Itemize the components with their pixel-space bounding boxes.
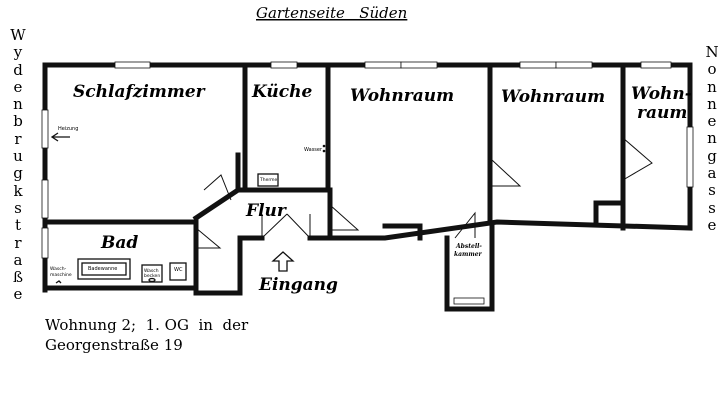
windows bbox=[41, 61, 694, 305]
street-letter: n bbox=[13, 95, 23, 114]
water-connection-icon bbox=[322, 149, 326, 153]
street-letter: o bbox=[707, 60, 717, 79]
interior-walls bbox=[42, 62, 626, 291]
boiler bbox=[257, 173, 279, 187]
doors bbox=[195, 137, 653, 249]
fixtures: Heizung Wasser Therme Badewanne Wasch- m… bbox=[50, 126, 326, 284]
washing-machine-label: Wasch- maschine bbox=[50, 266, 72, 278]
bathtub-label: Badewanne bbox=[88, 266, 117, 272]
street-letter: e bbox=[707, 215, 717, 234]
washbasin-label: Wasch becken bbox=[144, 268, 160, 279]
street-letter: e bbox=[13, 285, 23, 304]
bathtub bbox=[77, 258, 131, 280]
room-label-wohnraum-1: Wohnraum bbox=[350, 86, 454, 106]
street-letter: a bbox=[707, 164, 717, 183]
entrance-arrow-icon bbox=[271, 251, 295, 272]
street-letter: e bbox=[707, 112, 717, 131]
boiler-label: Therme bbox=[259, 177, 278, 183]
room-label-wohnraum-2: Wohnraum bbox=[501, 87, 605, 107]
room-label-flur: Flur bbox=[245, 201, 287, 221]
street-letter: d bbox=[13, 60, 23, 79]
street-letter: N bbox=[705, 43, 719, 61]
caption-line-1: Wohnung 2; 1. OG in der bbox=[45, 316, 249, 334]
street-letter: n bbox=[707, 94, 717, 113]
room-labels: Schlafzimmer Küche Wohnraum Wohnraum Woh… bbox=[73, 82, 698, 258]
toilet-label: WC bbox=[174, 267, 183, 273]
street-letter: u bbox=[13, 147, 23, 166]
street-letter: y bbox=[13, 43, 23, 62]
street-letter: e bbox=[13, 77, 23, 96]
street-letter: g bbox=[707, 146, 717, 165]
street-letter: n bbox=[707, 129, 717, 148]
street-letter: k bbox=[13, 181, 23, 200]
street-letter: n bbox=[707, 77, 717, 96]
toilet bbox=[169, 262, 187, 281]
garden-side-label: Gartenseite Süden bbox=[256, 4, 407, 22]
heating-arrow-icon bbox=[50, 132, 70, 142]
street-letter: s bbox=[14, 198, 22, 217]
street-letter: r bbox=[14, 129, 22, 148]
heating-label: Heizung bbox=[58, 126, 78, 132]
street-letter: s bbox=[708, 181, 716, 200]
street-letter: W bbox=[10, 26, 26, 44]
street-letter: s bbox=[708, 198, 716, 217]
room-label-kueche: Küche bbox=[251, 82, 312, 102]
room-label-wohnraum-3: Wohn- raum bbox=[631, 84, 698, 123]
street-letter: b bbox=[13, 112, 23, 131]
room-label-abstellkammer: Abstell- kammer bbox=[454, 243, 484, 258]
street-letter: r bbox=[14, 233, 22, 252]
street-letter: a bbox=[13, 250, 23, 269]
room-label-bad: Bad bbox=[100, 233, 138, 253]
water-label: Wasser bbox=[304, 147, 323, 153]
street-letter: g bbox=[13, 164, 23, 183]
entrance-label: Eingang bbox=[258, 275, 338, 295]
street-letter: ß bbox=[12, 268, 24, 287]
street-letter: t bbox=[14, 216, 22, 235]
room-label-schlafzimmer: Schlafzimmer bbox=[73, 82, 206, 102]
caption-line-2: Georgenstraße 19 bbox=[45, 336, 183, 354]
water-connection-icon bbox=[322, 144, 326, 148]
